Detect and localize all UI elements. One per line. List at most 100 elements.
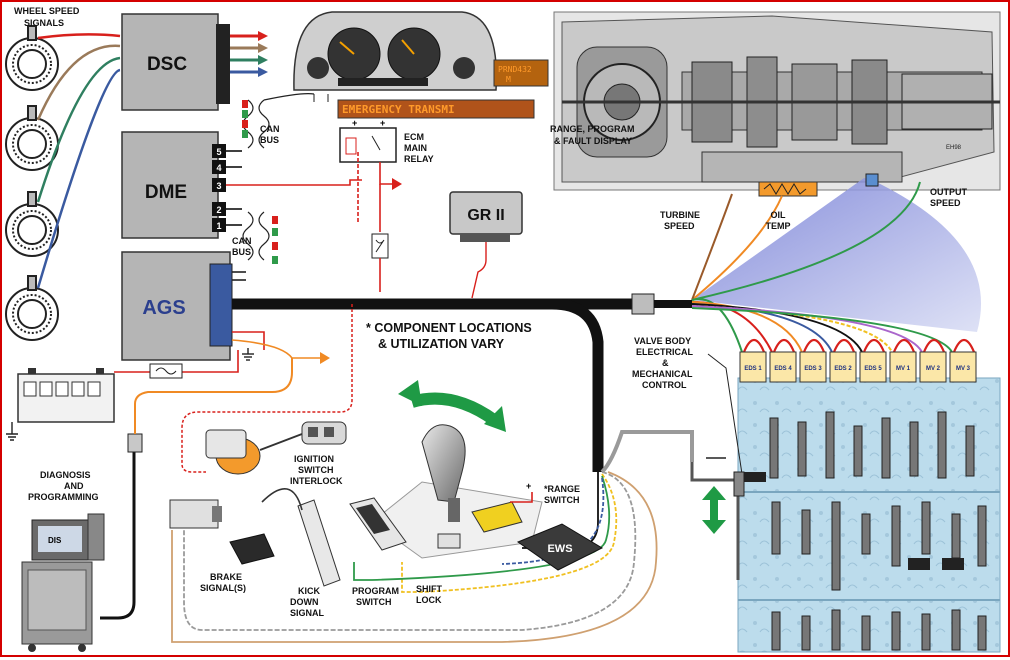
- brake-label-1: BRAKE: [210, 572, 242, 582]
- range-switch-label-2: SWITCH: [544, 495, 580, 505]
- solenoid-eds-5: EDS 5: [859, 351, 887, 383]
- program-switch-label-1: PROGRAM: [352, 586, 399, 596]
- shift-lock-label-1: SHIFT: [416, 584, 443, 594]
- solenoid-label: MV 3: [956, 366, 971, 372]
- can-connectors-mid: [272, 216, 278, 264]
- wheel-speed-label-1: WHEEL SPEED: [14, 6, 80, 16]
- gear-mode-text: M: [506, 75, 511, 84]
- range-switch-label-1: *RANGE: [544, 484, 580, 494]
- relay-plus-left: +: [352, 118, 357, 128]
- solenoid-eds-2: EDS 2: [829, 351, 857, 383]
- valve-travel-arrow: [702, 486, 726, 534]
- dsc-label: DSC: [147, 54, 187, 75]
- emergency-display: EMERGENCY TRANSMI: [337, 99, 535, 119]
- can-bus-mid-label-2: BUS: [232, 247, 251, 257]
- main-harness: [232, 293, 692, 472]
- wheel-speed-sensors: [5, 25, 59, 341]
- obd-connector: [127, 433, 143, 453]
- ecm-relay-label-3: RELAY: [404, 154, 434, 164]
- ags-module: AGS: [121, 251, 233, 361]
- dme-pin-5: 5: [216, 147, 221, 157]
- dme-module: DME: [121, 131, 219, 239]
- kickdown-pedal: [261, 487, 341, 587]
- solenoid-eds-4: EDS 4: [769, 351, 797, 383]
- turbine-speed-label-2: SPEED: [664, 221, 695, 231]
- dme-label: DME: [145, 182, 187, 203]
- diagnosis-tester: DIS: [21, 513, 105, 652]
- program-switch-label-2: SWITCH: [356, 597, 392, 607]
- ignition-label-1: IGNITION: [294, 454, 334, 464]
- ews-module: EWS: [516, 523, 604, 571]
- solenoid-eds-3: EDS 3: [799, 351, 827, 383]
- gr-ii-module: GR II: [449, 191, 523, 242]
- fuse-battery: [149, 363, 183, 379]
- can-bus-mid-label-1: CAN: [232, 236, 252, 246]
- solenoid-label: EDS 3: [804, 366, 822, 372]
- solenoid-label: MV 1: [896, 366, 911, 372]
- brake-switch: [169, 499, 275, 565]
- output-speed-label-2: SPEED: [930, 198, 961, 208]
- note-line-1: * COMPONENT LOCATIONS: [366, 321, 532, 335]
- solenoid-label: EDS 2: [834, 366, 852, 372]
- solenoid-label: EDS 5: [864, 366, 882, 372]
- dis-label: DIS: [48, 536, 62, 545]
- eh-code: EH98: [946, 145, 962, 151]
- ecm-relay-label-1: ECM: [404, 132, 424, 142]
- can-connectors-top: [242, 100, 248, 138]
- can-bus-top-label-2: BUS: [260, 135, 279, 145]
- dme-pin-1: 1: [216, 221, 221, 231]
- solenoid-label: EDS 1: [744, 366, 762, 372]
- oil-temp-label-1: OIL: [771, 210, 787, 220]
- gear-shifter: [371, 424, 543, 559]
- diagnosis-label-1: DIAGNOSIS: [40, 470, 91, 480]
- can-bus-top-label-1: CAN: [260, 124, 280, 134]
- output-speed-label-1: OUTPUT: [930, 187, 968, 197]
- manual-valve-link: [690, 457, 745, 580]
- emergency-display-text: EMERGENCY TRANSMI: [342, 103, 455, 116]
- note-line-2: & UTILIZATION VARY: [378, 337, 505, 351]
- transmission-cutaway: EH98: [553, 11, 1001, 191]
- solenoid-mv-2: MV 2: [919, 351, 947, 383]
- diagnosis-label-2: AND: [64, 481, 84, 491]
- wheel-speed-label-2: SIGNALS: [24, 18, 64, 28]
- shift-lock-label-2: LOCK: [416, 595, 442, 605]
- shift-direction-arrow: [398, 380, 506, 432]
- dme-pin-2: 2: [216, 205, 221, 215]
- ignition-label-3: INTERLOCK: [290, 476, 343, 486]
- instrument-cluster: [293, 11, 498, 91]
- program-switch: [349, 497, 407, 551]
- valve-body-label-3: &: [662, 358, 669, 368]
- valve-body-label-5: CONTROL: [642, 380, 687, 390]
- relay-plus-right: +: [380, 118, 385, 128]
- dme-pin-4: 4: [216, 163, 221, 173]
- dme-pins: 5 4 3 2 1: [212, 144, 226, 232]
- valve-body-label-2: ELECTRICAL: [636, 347, 693, 357]
- ground-symbol: [242, 348, 254, 361]
- solenoid-mv-3: MV 3: [949, 351, 977, 383]
- oil-temp-label-2: TEMP: [765, 221, 790, 231]
- ignition-label-2: SWITCH: [298, 465, 334, 475]
- dme-pin-3: 3: [216, 181, 221, 191]
- gr-ii-label: GR II: [467, 207, 504, 224]
- solenoid-mv-1: MV 1: [889, 351, 917, 383]
- solenoid-row: EDS 1 EDS 4 EDS 3 EDS 2 EDS 5 MV 1 MV 2 …: [739, 351, 977, 383]
- fuse-mid: [371, 233, 389, 259]
- diagnosis-label-3: PROGRAMMING: [28, 492, 99, 502]
- valve-body: [737, 377, 1001, 653]
- ignition-switch-interlock: [205, 421, 347, 475]
- turbine-speed-label-1: TURBINE: [660, 210, 700, 220]
- ecm-relay-label-2: MAIN: [404, 143, 427, 153]
- ecm-main-relay: + +: [339, 118, 397, 163]
- gear-display-text: PRND432: [498, 65, 532, 74]
- ags-label: AGS: [142, 297, 185, 319]
- range-switch-plus: +: [526, 481, 531, 491]
- battery: [17, 368, 115, 423]
- brake-label-2: SIGNAL(S): [200, 583, 246, 593]
- valve-body-label-4: MECHANICAL: [632, 369, 693, 379]
- solenoid-label: MV 2: [926, 366, 941, 372]
- ews-label: EWS: [547, 543, 572, 555]
- valve-body-label-1: VALVE BODY: [634, 336, 691, 346]
- solenoid-label: EDS 4: [774, 366, 792, 372]
- range-display-label-1: RANGE, PROGRAM: [550, 124, 635, 134]
